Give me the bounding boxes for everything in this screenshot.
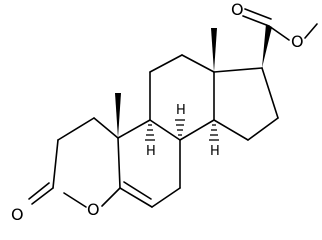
atom-label-h-c8: H: [176, 103, 186, 118]
bond-c8-c9: [149, 119, 181, 141]
bond-c5-c6-double-2: [123, 181, 152, 200]
ring-a-lactone: [28, 117, 121, 208]
bond-c15-c16: [247, 117, 279, 141]
bond-ester-c-o-double-1: [242, 15, 270, 27]
atom-label-ring-oxygen: O: [87, 200, 100, 219]
methyl-c18-wedge: [211, 28, 217, 72]
molecule-drawing: O O O O H H H: [11, 0, 318, 224]
bond-o-methyl: [304, 23, 318, 39]
ring-d: [213, 67, 279, 141]
bond-c3-o-double-1: [31, 187, 54, 205]
bond-o4-c3: [63, 192, 87, 208]
bond-c5-c6-double-1: [119, 187, 153, 208]
ring-c: [149, 54, 215, 141]
bond-c3-c2: [52, 139, 59, 189]
methyl-c19-wedge: [115, 93, 121, 138]
c17-ester-wedge: [262, 24, 272, 68]
atom-label-h-c9: H: [146, 144, 156, 159]
bond-ester-c-o-double-2: [244, 8, 272, 20]
atom-label-h-c14: H: [210, 144, 220, 159]
bond-c2-c1: [57, 117, 95, 141]
structure-canvas: O O O O H H H: [11, 0, 318, 224]
h-c8-hash: [175, 119, 185, 136]
bond-c3-o-double-2: [28, 182, 50, 200]
bond-c1-c10: [93, 117, 119, 139]
bond-c5-o4: [101, 187, 121, 207]
bond-c11-c12: [149, 54, 183, 73]
bond-c10-c5: [117, 137, 121, 189]
bond-c17-c13: [213, 67, 263, 73]
bond-c14-c8: [179, 119, 215, 141]
bond-ester-c-o: [268, 25, 290, 41]
bond-c14-c15: [213, 119, 249, 141]
bond-c6-c7: [151, 187, 181, 208]
ring-b: [117, 119, 181, 208]
h-c9-hash: [145, 124, 155, 141]
bond-c9-c10: [117, 119, 151, 139]
atom-label-ketone-oxygen: O: [11, 205, 24, 224]
h-c14-hash: [209, 124, 219, 141]
atom-label-ester-carbonyl-oxygen: O: [231, 0, 244, 19]
atom-label-ester-oxygen: O: [291, 32, 304, 51]
bond-c16-c17: [261, 67, 279, 119]
bond-c12-c13: [181, 54, 215, 73]
